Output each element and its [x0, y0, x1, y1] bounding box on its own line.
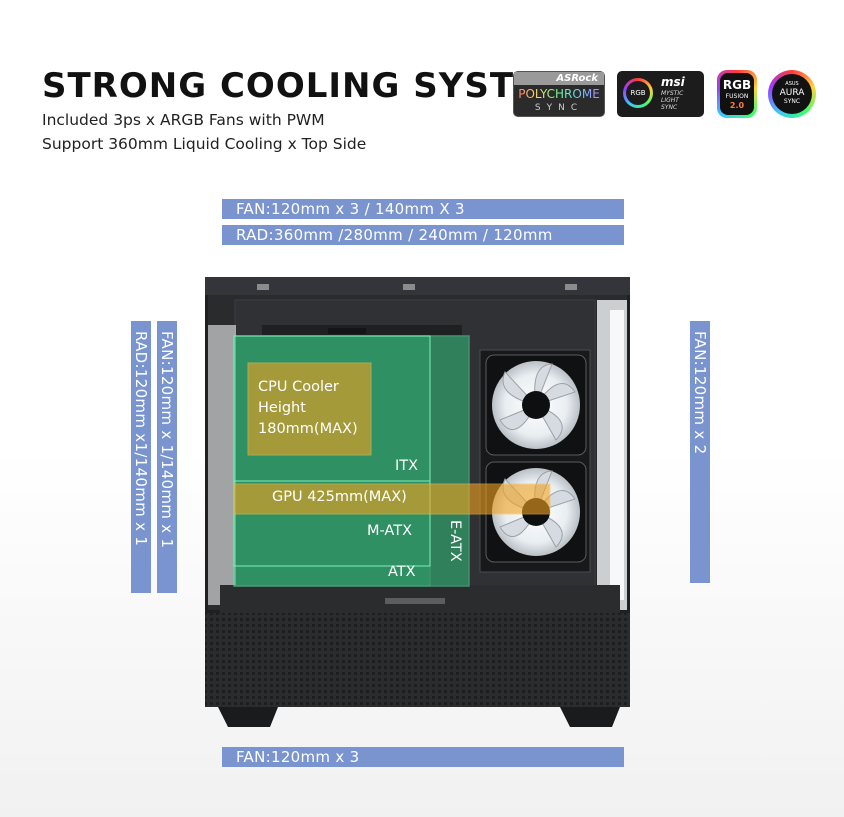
msi-rgb-text: RGB: [626, 81, 650, 105]
gpu-area: [233, 483, 551, 515]
asrock-line1: POLYCHROME: [514, 86, 604, 102]
atx-label: ATX: [388, 564, 416, 580]
msi-mystic-light-logo: RGB msi MYSTIC LIGHT SYNC: [617, 71, 704, 117]
subtitle-liquid-cooling: Support 360mm Liquid Cooling x Top Side: [42, 135, 367, 153]
eatx-label: E-ATX: [447, 520, 463, 562]
asus-brand: ASUS: [785, 81, 799, 87]
top-fan-bar: FAN:120mm x 3 / 140mm X 3: [222, 199, 624, 219]
cpu-cooler-label-1: CPU Cooler: [258, 379, 339, 395]
msi-line3: SYNC: [661, 104, 678, 111]
rgb-fusion-logo: RGB FUSION 2.0: [717, 70, 757, 118]
right-fan-bar: FAN:120mm x 2: [690, 321, 710, 583]
msi-line1: MYSTIC: [661, 90, 684, 97]
asrock-brand: ASRock: [514, 72, 604, 85]
subtitle-fans: Included 3ps x ARGB Fans with PWM: [42, 111, 325, 129]
cpu-cooler-label-3: 180mm(MAX): [258, 421, 358, 437]
asus-aura-sync-logo: ASUS AURA SYNC: [768, 70, 816, 118]
gpu-length-label: GPU 425mm(MAX): [272, 489, 407, 505]
front-mesh-panel: [205, 613, 630, 707]
bottom-fan-bar: FAN:120mm x 3: [222, 747, 624, 767]
matx-label: M-ATX: [367, 523, 413, 539]
msi-line2: LIGHT: [661, 97, 679, 104]
case-foot-left: [218, 707, 278, 727]
top-radiator-bar: RAD:360mm /280mm / 240mm / 120mm: [222, 225, 624, 245]
msi-rgb-ring-icon: RGB: [623, 78, 653, 108]
fusion-line1: RGB: [722, 78, 752, 92]
asus-line1: AURA: [779, 88, 805, 98]
page-title: STRONG COOLING SYSTEM: [42, 66, 574, 106]
msi-brand: msi: [661, 75, 685, 89]
left-fan-bar: FAN:120mm x 1/140mm x 1: [157, 321, 177, 593]
fusion-line3: 2.0: [729, 101, 745, 110]
cpu-cooler-area: [247, 362, 372, 456]
asrock-polychrome-logo: ASRock POLYCHROME SYNC: [513, 71, 605, 117]
itx-label: ITX: [395, 458, 419, 474]
case-foot-right: [560, 707, 620, 727]
fusion-line2: FUSION: [725, 93, 749, 100]
asrock-line2: SYNC: [534, 103, 584, 113]
cpu-cooler-label-2: Height: [258, 400, 306, 416]
itx-area: [233, 335, 431, 482]
left-radiator-bar: RAD:120mm x1/140mm x 1: [131, 321, 151, 593]
asus-line2: SYNC: [783, 98, 801, 105]
fan-1: [485, 354, 587, 456]
